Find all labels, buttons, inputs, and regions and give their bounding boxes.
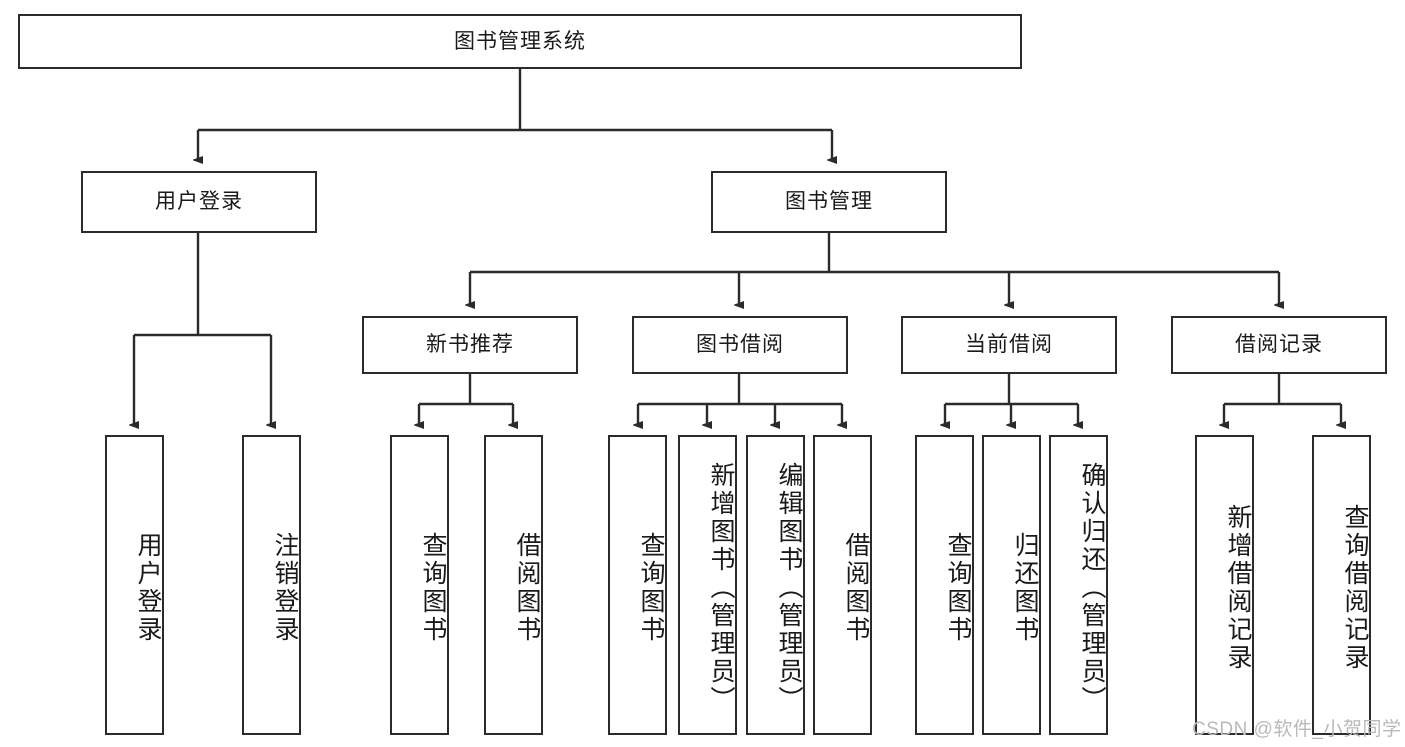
node-label: 新书推荐 bbox=[426, 333, 514, 357]
edge-booksmgmt-to-level3 bbox=[470, 233, 1279, 305]
node-label: 用户登录 bbox=[134, 532, 162, 644]
node-label: 编辑图书（管理员） bbox=[775, 462, 803, 714]
node-root-book-management-system[interactable]: 图书管理系统 bbox=[18, 14, 1022, 69]
leaf-book-borrow-edit-book-admin[interactable]: 编辑图书（管理员） bbox=[746, 435, 805, 735]
leaf-current-borrow-return-book[interactable]: 归还图书 bbox=[982, 435, 1041, 735]
leaf-borrow-record-query-record[interactable]: 查询借阅记录 bbox=[1312, 435, 1371, 735]
node-label: 用户登录 bbox=[155, 190, 243, 214]
edge-bookborrow-to-leaves bbox=[638, 374, 842, 425]
edge-root-to-level2 bbox=[198, 69, 832, 160]
node-borrow-record[interactable]: 借阅记录 bbox=[1171, 316, 1387, 374]
node-label: 借阅图书 bbox=[513, 532, 541, 644]
node-label: 归还图书 bbox=[1011, 532, 1039, 644]
leaf-new-book-query-book[interactable]: 查询图书 bbox=[390, 435, 449, 735]
node-book-borrow[interactable]: 图书借阅 bbox=[632, 316, 848, 374]
node-label: 借阅图书 bbox=[842, 532, 870, 644]
node-label: 确认归还（管理员） bbox=[1078, 462, 1106, 714]
node-current-borrow[interactable]: 当前借阅 bbox=[901, 316, 1117, 374]
watermark-text: CSDN @软件_小贺同学 bbox=[1192, 719, 1402, 740]
leaf-current-borrow-query-book[interactable]: 查询图书 bbox=[915, 435, 974, 735]
edge-borrowrecord-to-leaves bbox=[1224, 374, 1341, 425]
edge-newbook-to-leaves bbox=[419, 374, 513, 425]
leaf-book-borrow-query-book[interactable]: 查询图书 bbox=[608, 435, 667, 735]
node-label: 查询图书 bbox=[419, 532, 447, 644]
node-label: 新增借阅记录 bbox=[1224, 504, 1252, 672]
node-label: 当前借阅 bbox=[965, 333, 1053, 357]
node-label: 图书管理系统 bbox=[454, 29, 586, 53]
leaf-current-borrow-confirm-return-admin[interactable]: 确认归还（管理员） bbox=[1049, 435, 1108, 735]
leaf-book-borrow-borrow-book[interactable]: 借阅图书 bbox=[813, 435, 872, 735]
leaf-book-borrow-add-book-admin[interactable]: 新增图书（管理员） bbox=[678, 435, 737, 735]
node-new-book-recommendation[interactable]: 新书推荐 bbox=[362, 316, 578, 374]
edge-currentborrow-to-leaves bbox=[945, 374, 1078, 425]
edge-userlogin-to-leaves bbox=[134, 233, 271, 425]
node-label: 新增图书（管理员） bbox=[707, 462, 735, 714]
node-book-management[interactable]: 图书管理 bbox=[711, 171, 947, 233]
leaf-user-login-logout[interactable]: 注销登录 bbox=[242, 435, 301, 735]
node-label: 查询图书 bbox=[637, 532, 665, 644]
node-label: 查询借阅记录 bbox=[1341, 504, 1369, 672]
leaf-borrow-record-add-record[interactable]: 新增借阅记录 bbox=[1195, 435, 1254, 735]
leaf-user-login-login[interactable]: 用户登录 bbox=[105, 435, 164, 735]
node-label: 借阅记录 bbox=[1235, 333, 1323, 357]
node-label: 图书管理 bbox=[785, 190, 873, 214]
leaf-new-book-borrow-book[interactable]: 借阅图书 bbox=[484, 435, 543, 735]
node-label: 查询图书 bbox=[944, 532, 972, 644]
node-label: 图书借阅 bbox=[696, 333, 784, 357]
node-user-login[interactable]: 用户登录 bbox=[81, 171, 317, 233]
node-label: 注销登录 bbox=[271, 532, 299, 644]
